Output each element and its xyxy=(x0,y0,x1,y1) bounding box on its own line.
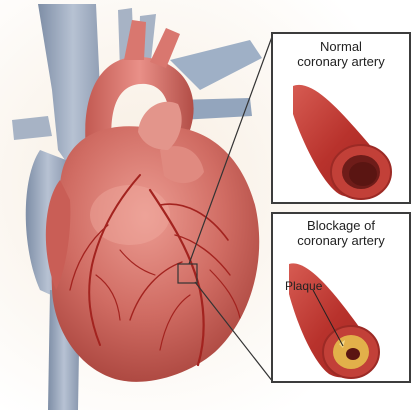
normal-artery-cross-section xyxy=(273,34,413,206)
blockage-artery-panel: Blockage of coronary artery xyxy=(271,212,411,383)
normal-artery-panel: Normal coronary artery xyxy=(271,32,411,204)
blocked-artery-cross-section xyxy=(273,214,413,385)
plaque-label: Plaque xyxy=(285,279,322,293)
